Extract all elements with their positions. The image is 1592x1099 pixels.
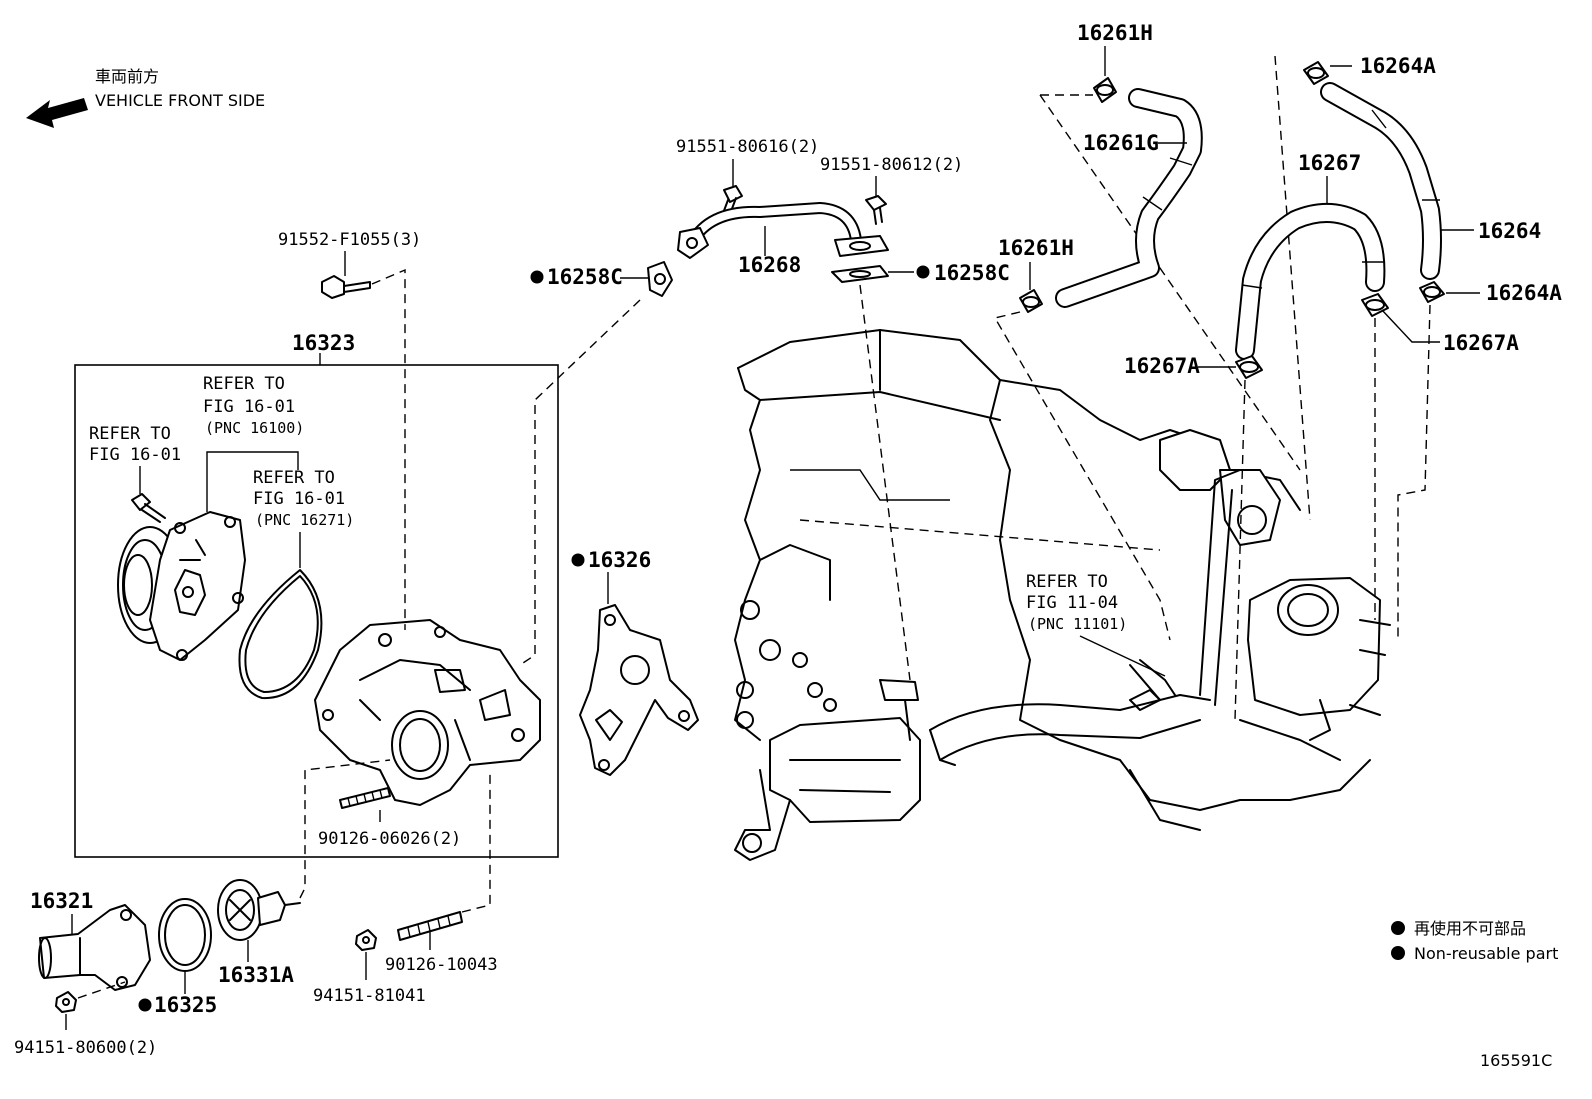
engine-assembly-drawing	[734, 329, 1391, 861]
filled-circle-icon	[1391, 921, 1405, 935]
callout-90126-10043: 90126-10043	[385, 955, 498, 975]
water-outlet-16321-drawing	[38, 904, 151, 991]
svg-text:(PNC 16271): (PNC 16271)	[255, 511, 354, 529]
clamp-16264A-top-drawing	[1303, 61, 1329, 85]
non-reusable-marker-16326	[571, 553, 585, 567]
svg-text:(PNC 11101): (PNC 11101)	[1028, 615, 1127, 633]
legend-text-en: Non-reusable part	[1414, 944, 1558, 963]
bolt-drawing-ref	[131, 493, 166, 523]
callout-16264A-top: 16264A	[1360, 54, 1436, 78]
stud-90126-10043-drawing	[397, 911, 463, 941]
reference-note-engine: REFER TO FIG 11-04 (PNC 11101)	[1026, 572, 1166, 677]
svg-text:FIG 16-01: FIG 16-01	[253, 489, 345, 509]
hose-16264-drawing	[1320, 82, 1442, 280]
gasket-16326-drawing	[579, 604, 699, 776]
callout-16323: 16323	[292, 331, 355, 355]
callout-91551-80612: 91551-80612(2)	[820, 155, 963, 175]
orientation-label-en: VEHICLE FRONT SIDE	[95, 91, 265, 110]
svg-text:REFER TO: REFER TO	[203, 374, 285, 394]
callout-91552-F1055: 91552-F1055(3)	[278, 230, 421, 250]
svg-text:FIG 11-04: FIG 11-04	[1026, 593, 1118, 613]
svg-text:REFER TO: REFER TO	[1026, 572, 1108, 592]
clamp-16264A-right-drawing	[1419, 281, 1445, 303]
hose-16261G-drawing	[1055, 88, 1203, 308]
thermostat-16331A-drawing	[217, 879, 301, 941]
callout-91551-80616: 91551-80616(2)	[676, 137, 819, 157]
callout-16321: 16321	[30, 889, 93, 913]
reference-note-gasket: REFER TO FIG 16-01 (PNC 16271)	[253, 468, 354, 568]
gasket-16325-drawing	[158, 898, 212, 972]
nut-94151-81041-drawing	[355, 929, 377, 951]
callout-94151-80600: 94151-80600(2)	[14, 1038, 157, 1058]
non-reusable-marker-16258C-left	[530, 270, 544, 284]
callout-16326: 16326	[588, 548, 651, 572]
callout-16261H-mid: 16261H	[998, 236, 1074, 260]
callout-16264: 16264	[1478, 219, 1541, 243]
clamp-16261H-top-drawing	[1093, 77, 1117, 103]
orientation-indicator: 車両前方 VEHICLE FRONT SIDE	[26, 67, 265, 128]
callout-16325: 16325	[154, 993, 217, 1017]
callout-16258C-right: 16258C	[934, 261, 1010, 285]
callout-16267A-right: 16267A	[1443, 331, 1519, 355]
non-reusable-marker-16258C-right	[916, 265, 930, 279]
callout-16261G: 16261G	[1083, 131, 1159, 155]
figure-code: 165591C	[1480, 1051, 1552, 1070]
clamp-16261H-mid-drawing	[1019, 289, 1043, 313]
callout-90126-06026: 90126-06026(2)	[318, 829, 461, 849]
callout-16267: 16267	[1298, 151, 1361, 175]
orientation-label-jp: 車両前方	[95, 67, 159, 86]
nut-94151-80600-drawing	[55, 991, 77, 1013]
callout-94151-81041: 94151-81041	[313, 986, 426, 1006]
svg-text:REFER TO: REFER TO	[89, 424, 171, 444]
svg-text:REFER TO: REFER TO	[253, 468, 335, 488]
non-reusable-marker-16325	[138, 998, 152, 1012]
clamp-16267A-right-drawing	[1361, 293, 1389, 317]
bolt-91551-80612-drawing	[865, 195, 887, 225]
legend-text-jp: 再使用不可部品	[1414, 919, 1526, 938]
reference-note-pump: REFER TO FIG 16-01 (PNC 16100)	[203, 374, 304, 512]
water-pump-drawing	[117, 511, 246, 661]
callout-16268: 16268	[738, 253, 801, 277]
svg-text:FIG 16-01: FIG 16-01	[203, 397, 295, 417]
water-pump-assembly-box	[74, 364, 559, 858]
clamp-16267A-left-drawing	[1235, 355, 1263, 379]
callout-16264A-right: 16264A	[1486, 281, 1562, 305]
svg-text:FIG 16-01: FIG 16-01	[89, 445, 181, 465]
water-inlet-housing-drawing	[314, 619, 541, 806]
legend: 再使用不可部品 Non-reusable part	[1391, 919, 1558, 963]
bypass-pipe-16268-drawing	[677, 202, 889, 259]
gasket-16258C-right-drawing	[831, 265, 889, 283]
callout-16258C-left: 16258C	[547, 265, 623, 289]
callout-16267A-left: 16267A	[1124, 354, 1200, 378]
arrow-left-icon	[26, 98, 88, 128]
svg-text:(PNC 16100): (PNC 16100)	[205, 419, 304, 437]
hose-16267-drawing	[1235, 202, 1386, 360]
stud-bolt-drawing	[339, 787, 391, 809]
o-ring-gasket	[238, 569, 323, 700]
callout-16331A: 16331A	[218, 963, 294, 987]
flange-bolt-drawing	[321, 275, 371, 299]
callout-16261H-top: 16261H	[1077, 21, 1153, 45]
reference-note-bolt: REFER TO FIG 16-01	[89, 424, 181, 494]
filled-circle-icon	[1391, 946, 1405, 960]
gasket-16258C-left-drawing	[647, 261, 673, 297]
